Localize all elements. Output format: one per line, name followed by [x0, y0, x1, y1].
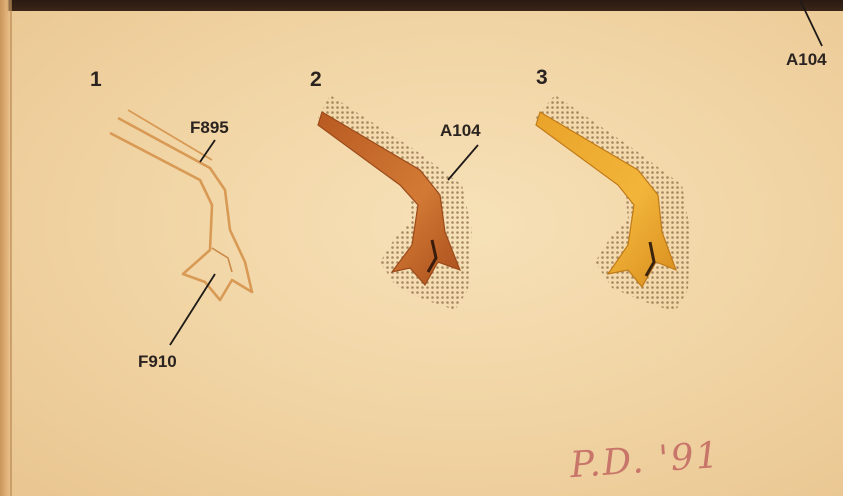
step-1-number: 1	[90, 68, 102, 92]
f895-leader-line	[200, 140, 215, 162]
step-3-dyed-drawing	[535, 95, 690, 312]
a104-leader-line	[448, 145, 478, 180]
step-2-number: 2	[310, 68, 322, 92]
label-a104: A104	[440, 121, 481, 141]
corner-a104-leader-line	[800, 0, 822, 46]
step-3-number: 3	[536, 66, 548, 90]
f910-leader-line	[170, 274, 215, 345]
step-1-detail-line	[212, 248, 232, 272]
corner-label-a104: A104	[786, 50, 827, 70]
step-1-outline	[110, 118, 252, 300]
label-f895: F895	[190, 118, 229, 138]
step-1-outline-drawing	[110, 110, 252, 300]
label-f910: F910	[138, 352, 177, 372]
